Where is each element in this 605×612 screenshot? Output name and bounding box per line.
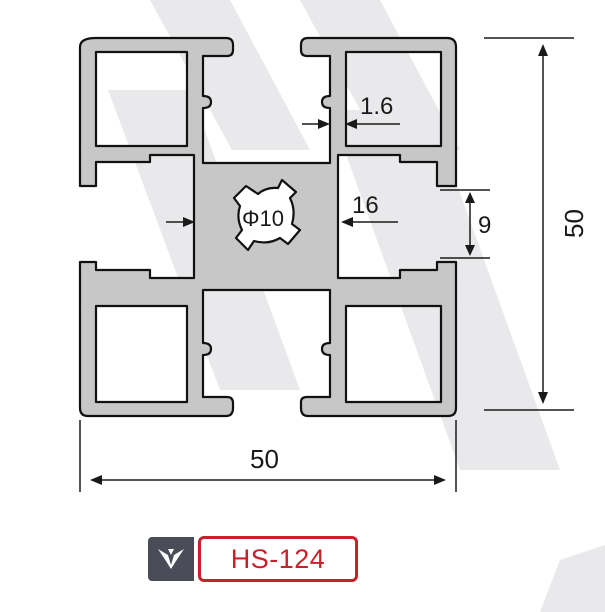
product-label: HS-124 — [148, 536, 358, 582]
slot-width-label: 9 — [478, 212, 491, 239]
dimension-lines — [79, 37, 574, 492]
bore-diameter-label: Φ10 — [242, 206, 284, 231]
height-label: 50 — [559, 209, 589, 238]
profile-section — [78, 36, 458, 418]
width-label: 50 — [250, 444, 279, 474]
wall-thickness-label: 1.6 — [360, 93, 393, 120]
model-number: HS-124 — [230, 543, 326, 574]
core-width-label: 16 — [352, 192, 379, 219]
hs-wing-logo-icon — [148, 537, 194, 581]
model-badge: HS-124 — [198, 536, 358, 582]
dimension-arrowheads — [90, 44, 548, 485]
